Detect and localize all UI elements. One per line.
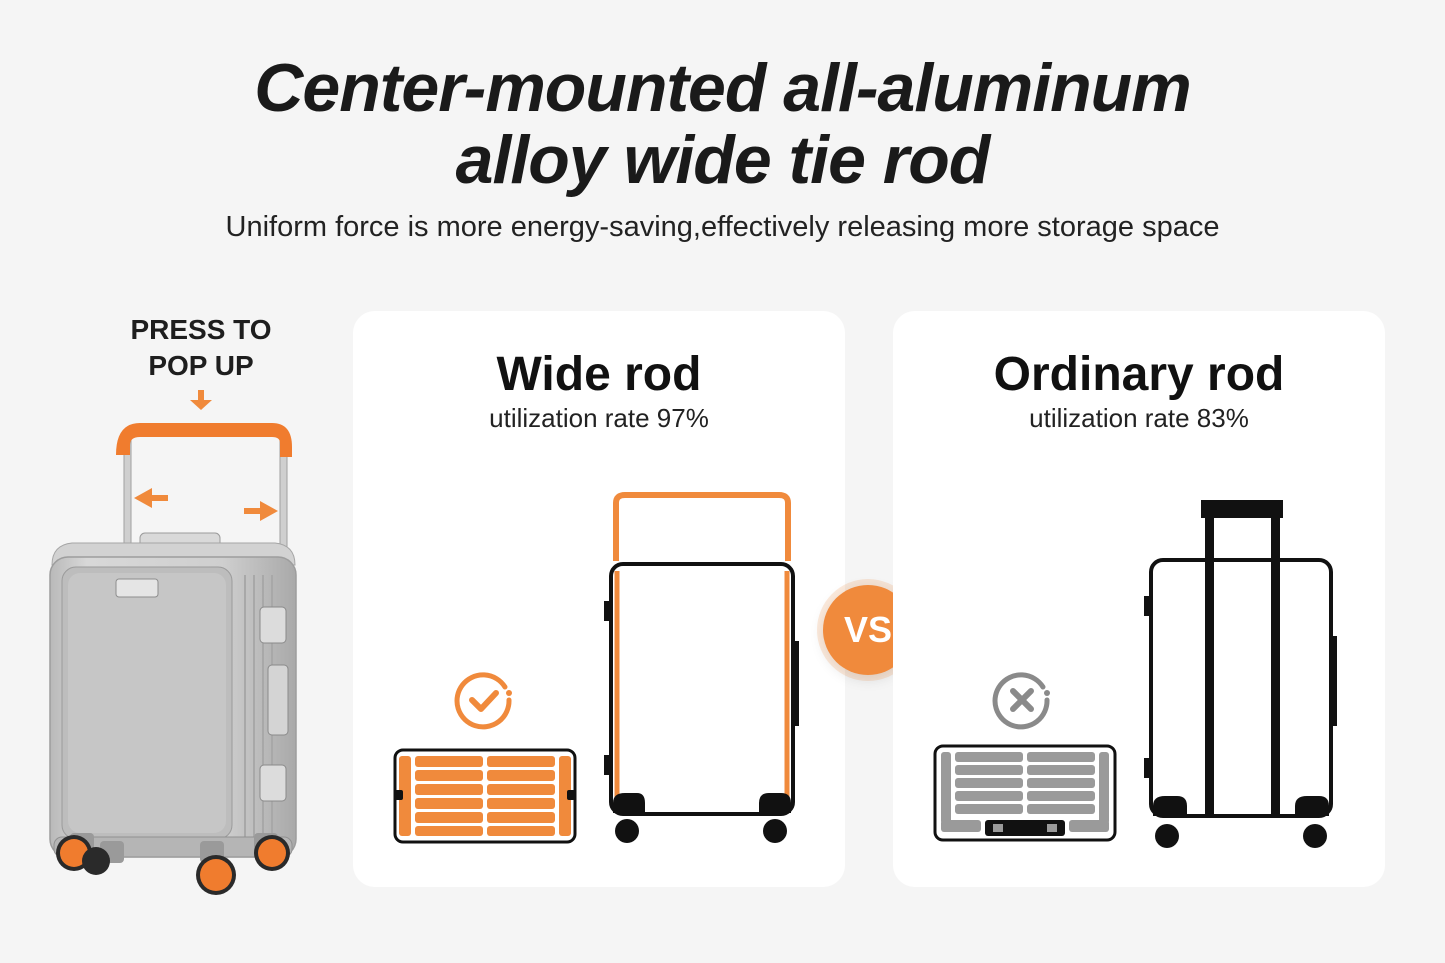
wide-rod-utilization: utilization rate 97%: [489, 403, 709, 433]
x-circle-icon: [992, 672, 1050, 730]
wide-rod-storage-interior: [393, 748, 577, 844]
page-title: Center-mounted all-aluminum alloy wide t…: [0, 52, 1445, 196]
wide-rod-suitcase-outline: [604, 492, 799, 843]
down-arrow-icon: [190, 390, 212, 410]
ordinary-rod-card: Ordinary rod utilization rate 83%: [893, 311, 1385, 887]
ordinary-rod-storage-interior: [933, 744, 1117, 842]
left-arrow-icon: [134, 488, 168, 508]
title-line-1: Center-mounted all-aluminum: [254, 50, 1191, 126]
ordinary-rod-title: Ordinary rod: [993, 348, 1285, 401]
wheels: [56, 833, 290, 895]
check-circle-icon: [454, 672, 512, 730]
right-arrow-icon: [244, 501, 278, 521]
page-subtitle: Uniform force is more energy-saving,effe…: [225, 211, 1220, 243]
press-line-2: POP UP: [148, 350, 254, 381]
press-to-pop-up-label: PRESS TO POP UP: [100, 312, 302, 384]
suitcase-product-image: [49, 390, 297, 895]
wide-rod-card: Wide rod utilization rate 97%: [353, 311, 845, 887]
ordinary-rod-utilization: utilization rate 83%: [1029, 403, 1249, 433]
title-line-2: alloy wide tie rod: [455, 122, 991, 198]
ordinary-rod-suitcase-outline: [1144, 500, 1337, 848]
wide-rod-title: Wide rod: [496, 348, 702, 401]
orange-handle: [116, 423, 292, 457]
press-line-1: PRESS TO: [130, 314, 272, 345]
